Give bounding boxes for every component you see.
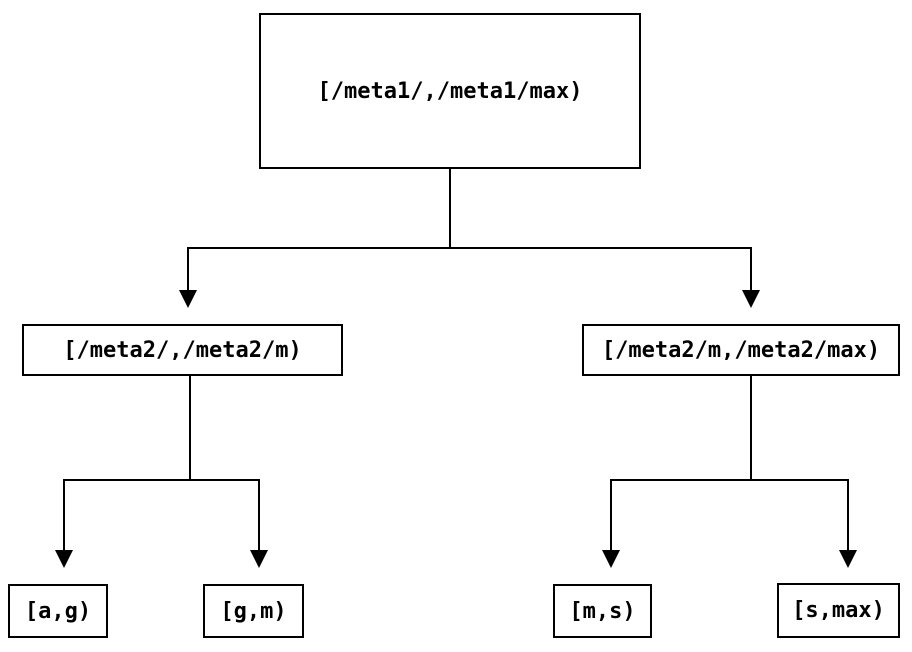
edge-midright-children xyxy=(602,376,857,568)
edge-root-children xyxy=(179,169,760,308)
arrowhead-icon xyxy=(250,550,268,568)
node-leaf-ms: [m,s) xyxy=(553,584,652,638)
node-root: [/meta1/,/meta1/max) xyxy=(259,13,641,169)
arrowhead-icon xyxy=(55,550,73,568)
node-leaf-gm: [g,m) xyxy=(203,584,304,638)
node-mid-right: [/meta2/m,/meta2/max) xyxy=(582,324,900,376)
edge-midleft-children xyxy=(55,376,268,568)
arrowhead-icon xyxy=(839,550,857,568)
node-mid-left: [/meta2/,/meta2/m) xyxy=(22,324,343,376)
arrowhead-icon xyxy=(179,290,197,308)
node-leaf-ag: [a,g) xyxy=(8,584,108,638)
arrowhead-icon xyxy=(742,290,760,308)
node-leaf-smax: [s,max) xyxy=(777,583,900,638)
arrowhead-icon xyxy=(602,550,620,568)
